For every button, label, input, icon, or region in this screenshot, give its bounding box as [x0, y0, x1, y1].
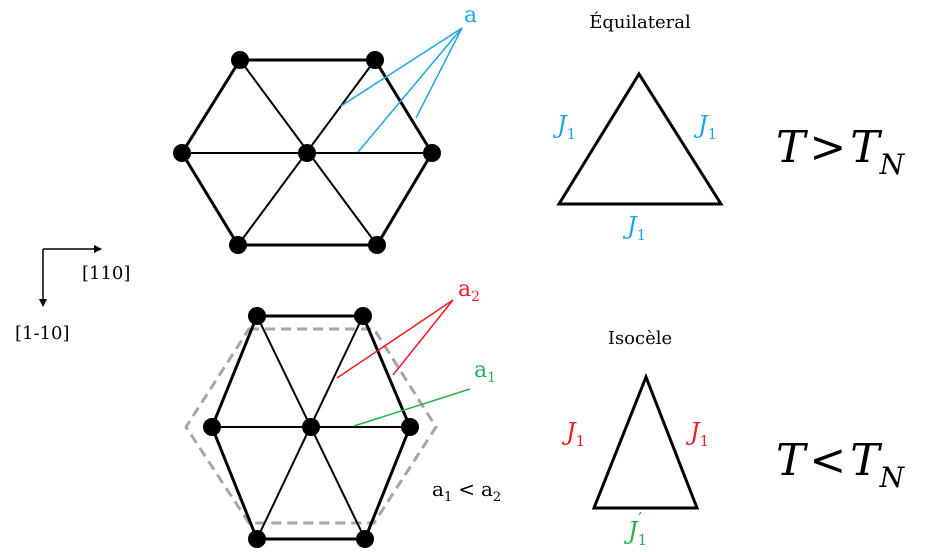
bottom-atom — [354, 307, 372, 325]
bottom-atom — [356, 530, 374, 548]
top-label-a: a — [464, 3, 477, 28]
equilateral-triangle — [556, 71, 724, 206]
bottom-J-right: J1 — [685, 418, 709, 450]
label-a1: a1 — [474, 358, 496, 386]
bottom-atom — [401, 418, 419, 436]
top-hexagon-lattice: a — [173, 3, 477, 254]
top-atom — [368, 236, 386, 254]
reference-hexagon-dashed — [184, 327, 438, 525]
axes-indicator: [110] [1-10] — [15, 245, 130, 344]
top-J-right: J1 — [693, 111, 717, 143]
top-triangle-title: Équilateral — [589, 10, 691, 33]
label-a2: a2 — [458, 277, 480, 305]
top-atom-center — [298, 144, 316, 162]
bottom-atom — [203, 418, 221, 436]
axis-vertical-label: [1-10] — [15, 323, 69, 344]
bottom-J-bottom: J1′ — [623, 509, 647, 549]
top-atom — [366, 51, 384, 69]
a1-pointer-line — [353, 388, 471, 427]
bottom-triangle-group: Isocèle J1 J1 J1′ — [561, 328, 709, 549]
top-condition: T>TN — [776, 122, 906, 181]
top-pointer-line — [340, 27, 463, 107]
top-atom — [231, 51, 249, 69]
a2-pointer-line — [336, 299, 454, 379]
top-atom — [229, 236, 247, 254]
axis-horizontal-label: [110] — [82, 263, 130, 284]
bottom-triangle-title: Isocèle — [608, 328, 672, 349]
top-triangle-group: Équilateral J1 J1 J1 — [552, 10, 724, 244]
bottom-atom — [248, 530, 266, 548]
top-J-bottom: J1 — [622, 212, 646, 244]
top-pointer-line — [415, 27, 463, 119]
bottom-hexagon-lattice: a2 a1 a1<a2 — [184, 277, 501, 548]
bottom-J-left: J1 — [561, 418, 585, 450]
isosceles-triangle — [591, 372, 700, 510]
top-J-left: J1 — [552, 111, 576, 143]
bottom-condition: T<TN — [776, 435, 906, 494]
bottom-atom-center — [302, 418, 320, 436]
inequality-a1-a2: a1<a2 — [432, 477, 501, 505]
a2-pointer-line — [392, 299, 454, 376]
top-atom — [173, 144, 191, 162]
top-pointer-line — [357, 27, 463, 153]
bottom-atom — [248, 307, 266, 325]
top-atom — [423, 144, 441, 162]
